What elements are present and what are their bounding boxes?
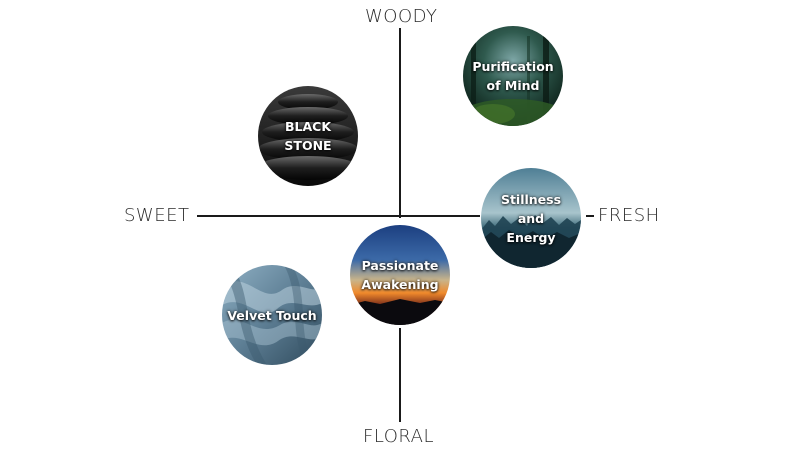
scent-circle-velvet-touch[interactable]: Velvet Touch (222, 265, 322, 365)
scent-circle-passionate-awakening[interactable]: Passionate Awakening (350, 225, 450, 325)
forest-mountain-horizon-image (481, 168, 581, 268)
axis-label-sweet: SWEET (124, 205, 190, 226)
vertical-axis-lower (399, 328, 401, 422)
scent-circle-black-stone[interactable]: BLACK STONE (258, 86, 358, 186)
axis-label-woody: WOODY (365, 6, 438, 27)
scent-label: Stillness and Energy (500, 191, 562, 245)
scent-circle-stillness-and-energy[interactable]: Stillness and Energy (481, 168, 581, 268)
horizontal-axis (197, 215, 480, 217)
scent-label: Passionate Awakening (361, 258, 439, 292)
scent-label: Velvet Touch (227, 307, 317, 323)
stacked-black-stones-image (258, 86, 358, 186)
axis-label-fresh: FRESH (598, 205, 660, 226)
vertical-axis-upper (399, 28, 401, 218)
sunset-sky-image (350, 225, 450, 325)
scent-label: Purification of Mind (472, 59, 554, 93)
blue-silk-fabric-image (222, 265, 322, 365)
scent-label: BLACK STONE (284, 119, 332, 153)
scent-circle-purification-of-mind[interactable]: Purification of Mind (463, 26, 563, 126)
horizontal-axis-right-tick (586, 215, 594, 217)
axis-label-floral: FLORAL (363, 426, 435, 447)
misty-forest-image (463, 26, 563, 126)
